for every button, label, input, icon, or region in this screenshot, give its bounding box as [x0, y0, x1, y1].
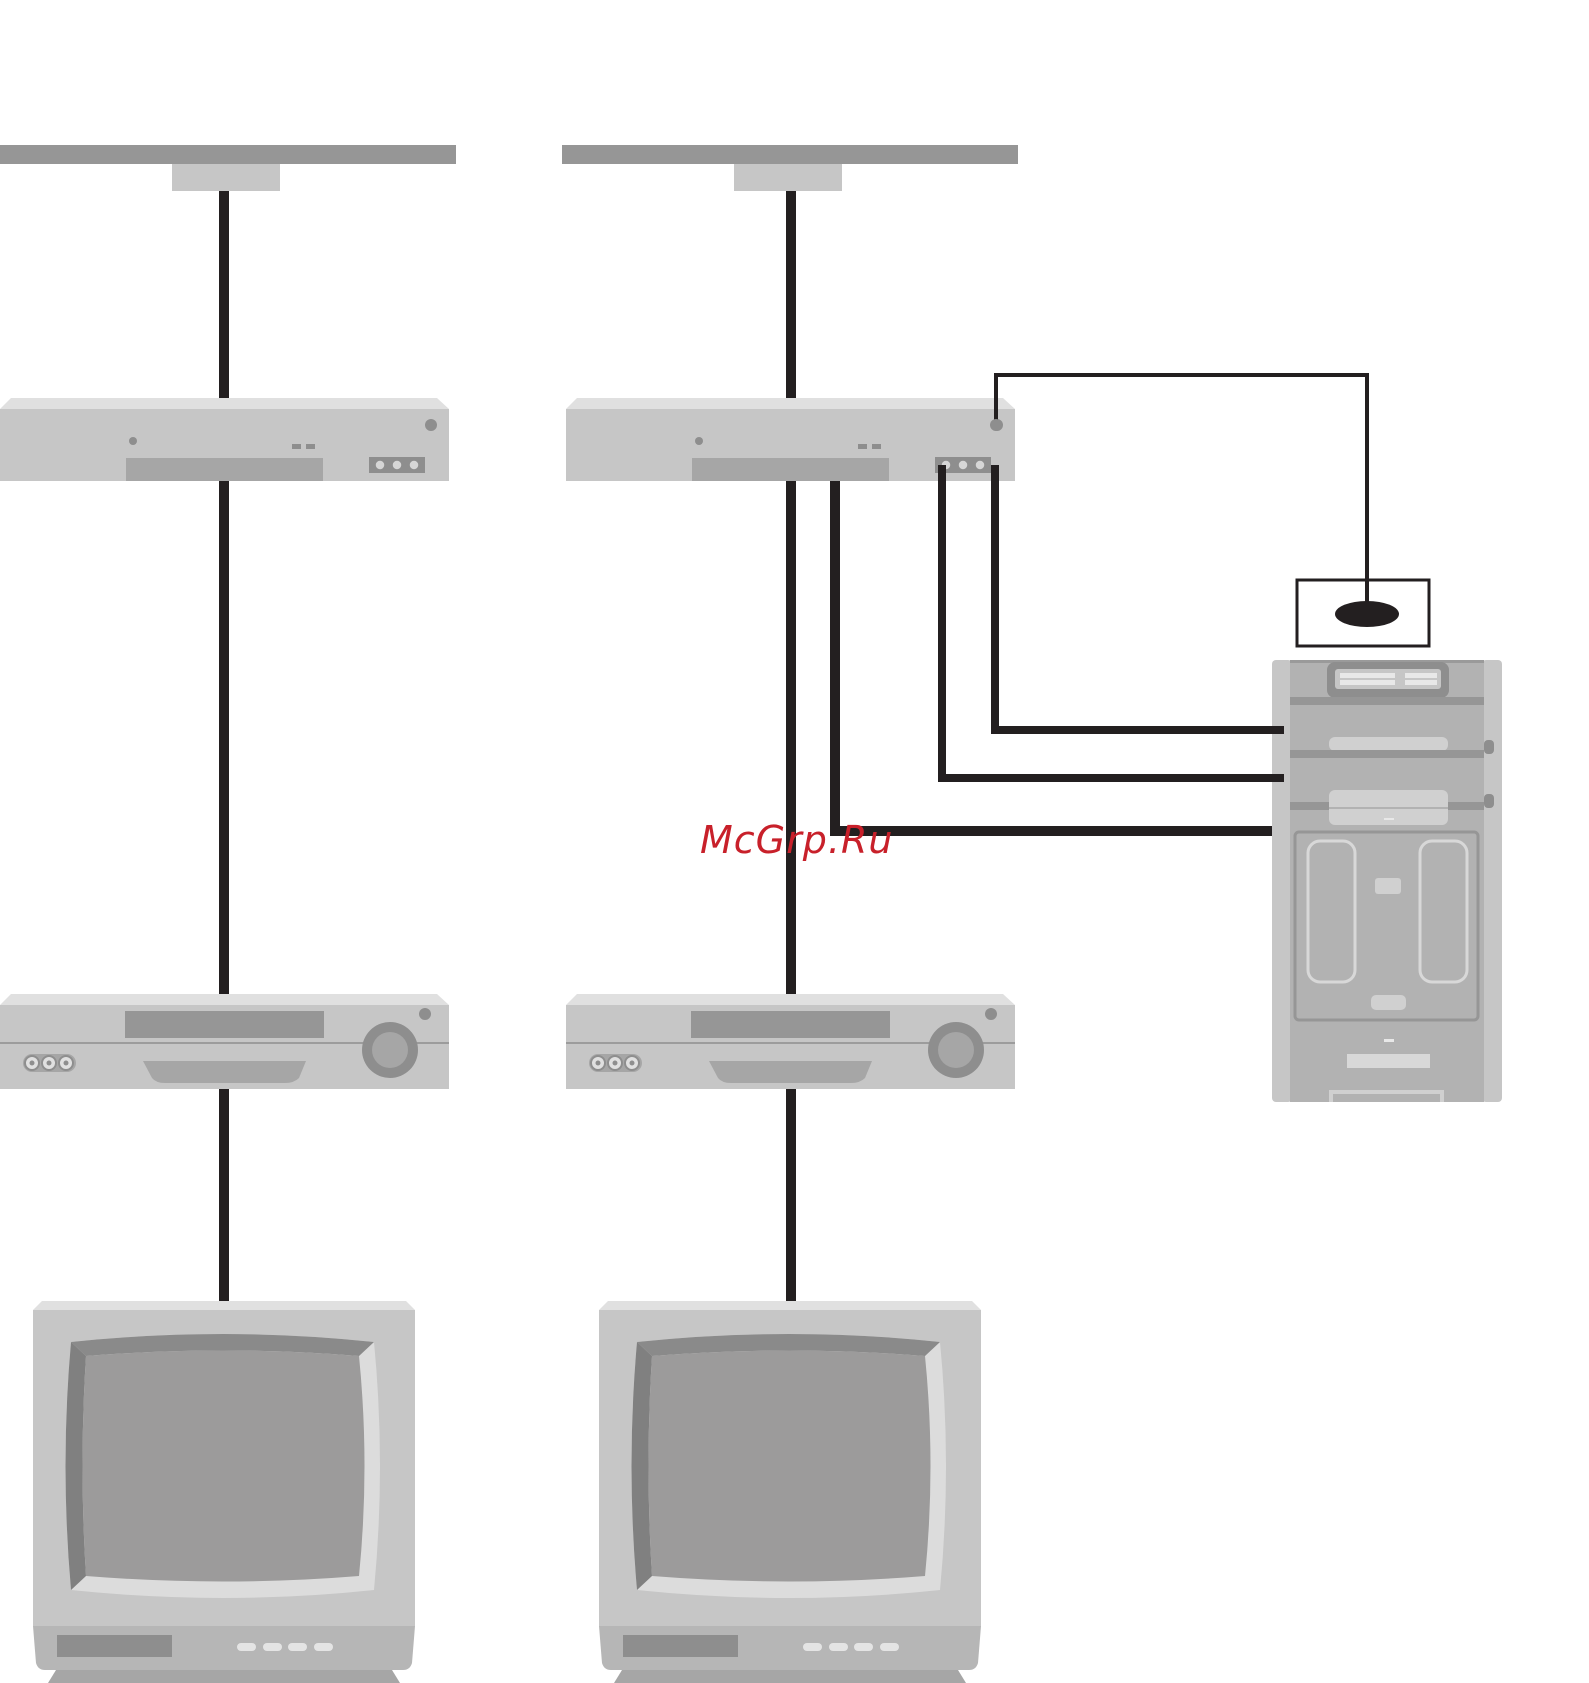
vcr-1 [0, 994, 449, 1089]
tv-2 [599, 1301, 981, 1683]
ir-sensor [1297, 580, 1429, 646]
receiver-1 [0, 398, 449, 481]
cable-receiver-2-to-ir-sensor [990, 375, 1367, 602]
antenna-1 [0, 145, 456, 191]
cable-receiver-2-to-computer-1 [995, 465, 1284, 730]
vcr-2 [566, 994, 1015, 1089]
tv-1 [33, 1301, 415, 1683]
watermark: McGrp.Ru [700, 818, 893, 862]
computer [1272, 660, 1502, 1102]
receiver-2 [566, 398, 1015, 481]
antenna-2 [562, 145, 1018, 191]
